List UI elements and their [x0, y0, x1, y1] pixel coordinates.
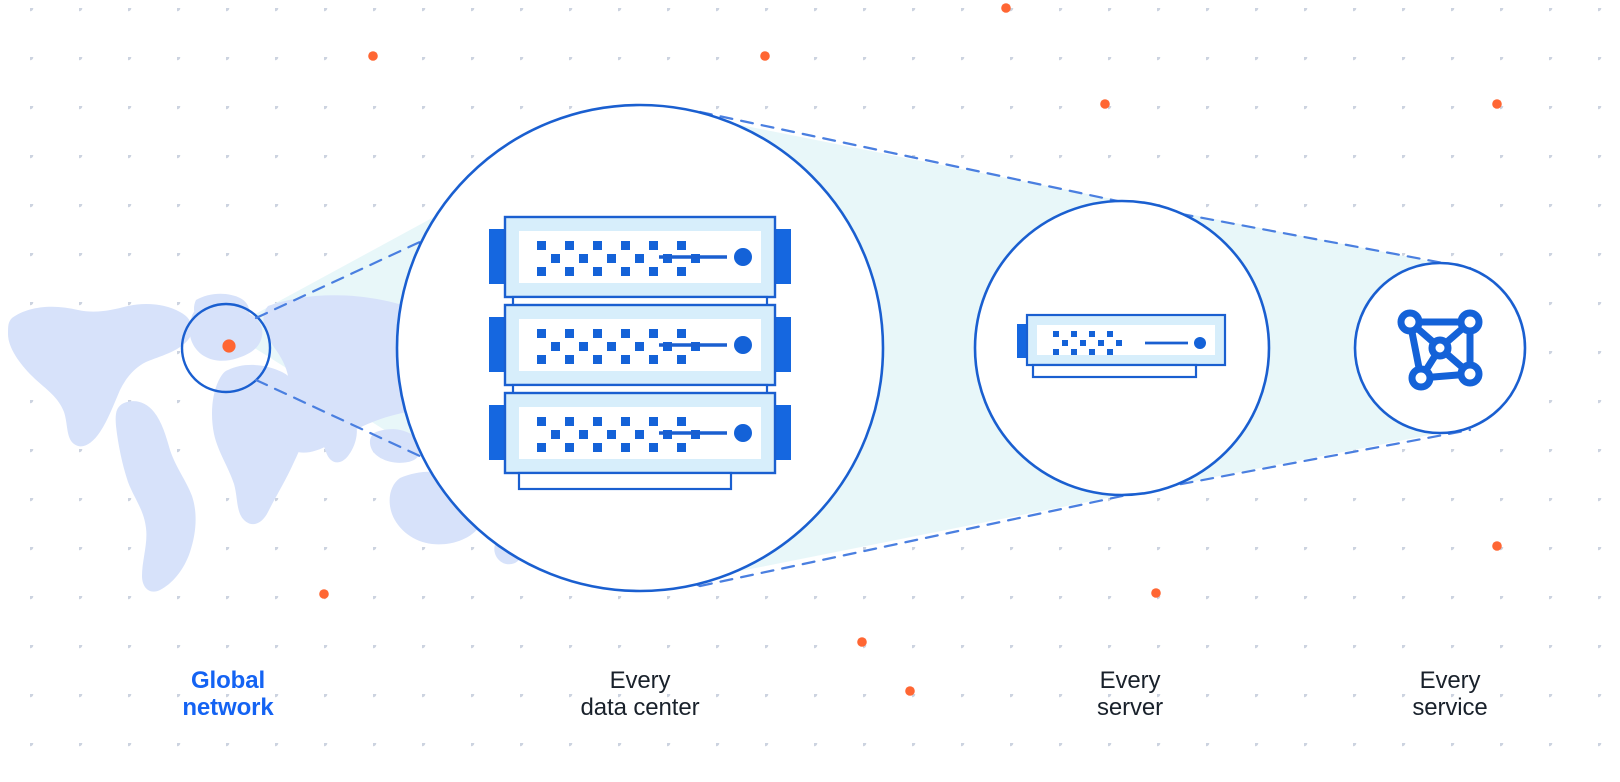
- server-status-dot: [734, 336, 752, 354]
- server-unit: [489, 215, 791, 299]
- orange-location-dot: [222, 339, 236, 353]
- server-rack-icon: [489, 215, 791, 491]
- server-unit: [489, 303, 791, 387]
- label-global-network: Global network: [182, 667, 274, 721]
- server-status-dot: [734, 248, 752, 266]
- server-port-matrix: [537, 241, 700, 276]
- label-every-service: Every service: [1412, 667, 1488, 721]
- server-unit: [489, 391, 791, 475]
- label-every-data-center: Every data center: [580, 667, 700, 721]
- label-every-server: Every server: [1096, 667, 1164, 721]
- server-status-dot: [1194, 337, 1206, 349]
- network-graph-icon: [1397, 309, 1483, 391]
- orange-highlight-dots: [319, 3, 1502, 696]
- server-port-matrix: [1053, 331, 1122, 355]
- server-status-dot: [734, 424, 752, 442]
- network-nodes: [1397, 309, 1483, 391]
- server-rack-base: [517, 471, 733, 491]
- single-server-icon: [1017, 313, 1227, 379]
- global-network-magnifier: [180, 302, 272, 394]
- server-base: [1031, 363, 1198, 379]
